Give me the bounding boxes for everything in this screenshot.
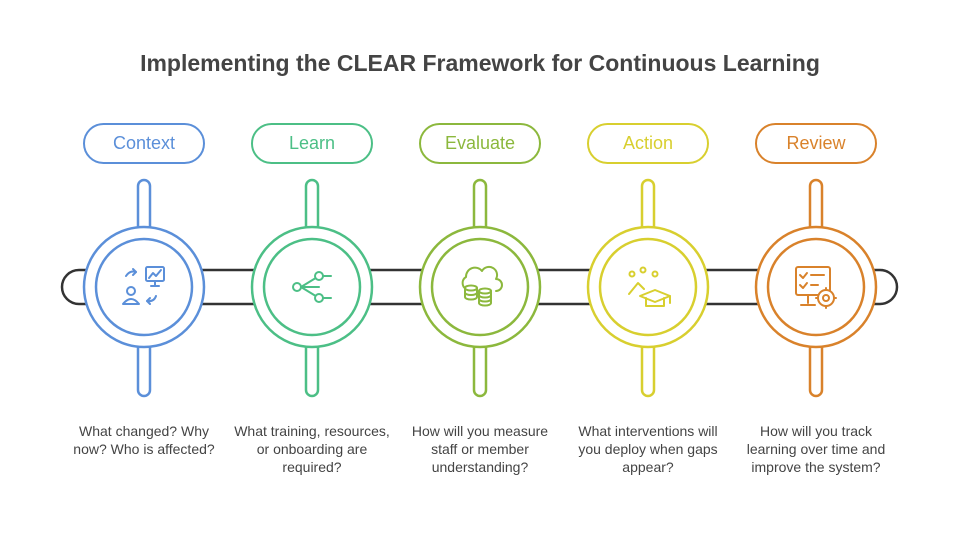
step-pill-context: Context <box>83 123 205 164</box>
step-pill-evaluate: Evaluate <box>419 123 541 164</box>
step-description-evaluate: How will you measure staff or member und… <box>411 423 549 475</box>
analytics-presentation-icon <box>122 266 165 305</box>
step-description-action: What interventions will you deploy when … <box>578 423 718 475</box>
step-pill-review: Review <box>755 123 877 164</box>
graduation-cap-icon <box>628 266 671 307</box>
node-inner-ring-review <box>766 237 866 337</box>
step-pill-action: Action <box>587 123 709 164</box>
cloud-database-icon <box>461 265 503 307</box>
step-description-review: How will you track learning over time an… <box>746 423 886 475</box>
checklist-gear-icon <box>795 266 837 309</box>
page-title: Implementing the CLEAR Framework for Con… <box>140 50 820 76</box>
node-inner-ring-action <box>598 237 698 337</box>
network-share-icon <box>292 271 332 303</box>
step-pill-learn: Learn <box>251 123 373 164</box>
step-description-context: What changed? Why now? Who is affected? <box>73 423 215 457</box>
node-inner-ring-evaluate <box>430 237 530 337</box>
step-description-learn: What training, resources, or onboarding … <box>234 423 390 475</box>
node-inner-ring-context <box>94 237 194 337</box>
